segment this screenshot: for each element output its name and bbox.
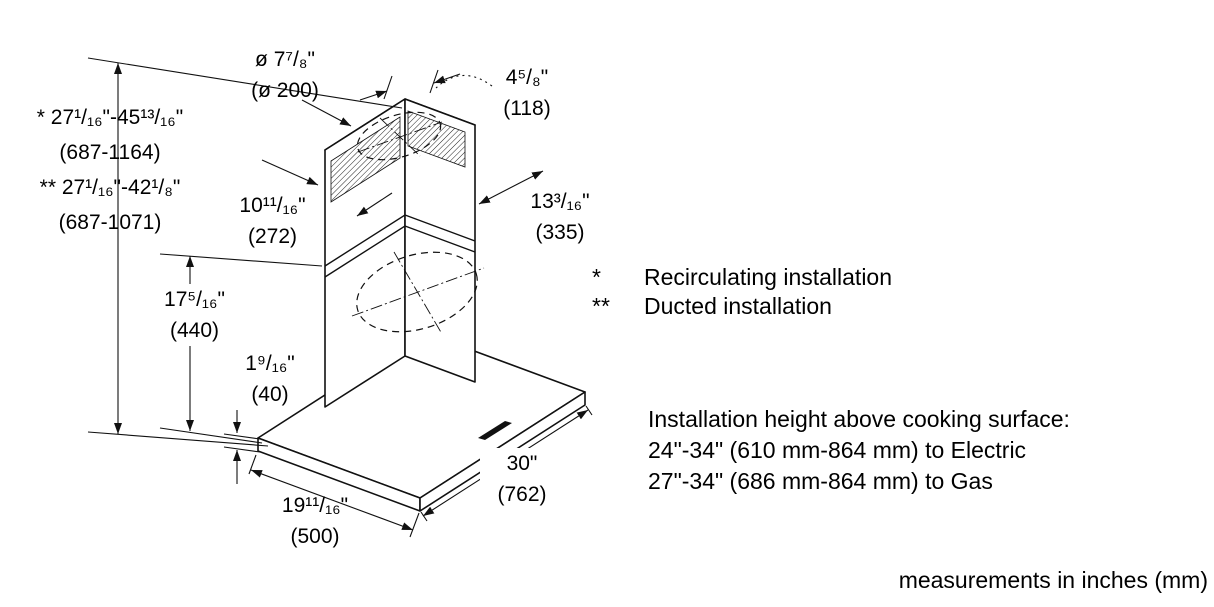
dim-duct-offset: 4⁵/₈" (118) bbox=[487, 62, 567, 124]
dim-lower-height-mm: (440) bbox=[169, 319, 220, 342]
dim-duct-offset-mm: (118) bbox=[503, 97, 551, 120]
chimney-junction bbox=[324, 214, 476, 278]
duct-circle-top bbox=[356, 111, 443, 161]
dim-duct-offset-inches: 4⁵/₈" bbox=[505, 66, 549, 89]
dim-height-ranges: * 27¹/₁₆"-45¹³/₁₆" (687-1164) ** 27¹/₁₆"… bbox=[5, 100, 215, 240]
dim-canopy-thickness: 1⁹/₁₆" (40) bbox=[230, 348, 310, 410]
dim-duct-diameter-inches: ø 7⁷/₈" bbox=[255, 48, 315, 71]
dim-chimney-depth: 13³/₁₆" (335) bbox=[510, 186, 610, 248]
installation-height-gas: 27"-34" (686 mm-864 mm) to Gas bbox=[648, 468, 993, 494]
legend-ducted-symbol: ** bbox=[592, 293, 610, 319]
dim-chimney-width: 10¹¹/₁₆" (272) bbox=[225, 190, 320, 252]
dim-duct-diameter: ø 7⁷/₈" (ø 200) bbox=[215, 44, 355, 106]
dim-chimney-depth-mm: (335) bbox=[535, 221, 585, 244]
dim-hood-width-inches: 30" bbox=[506, 452, 538, 475]
dim-height-range-ducted-inches: ** 27¹/₁₆"-42¹/₈" bbox=[39, 176, 181, 199]
legend-recirculating: * Recirculating installation bbox=[592, 263, 892, 292]
dim-height-range-recirc-inches: * 27¹/₁₆"-45¹³/₁₆" bbox=[36, 106, 184, 129]
dim-hood-depth-inches: 19¹¹/₁₆" bbox=[281, 494, 349, 517]
dim-canopy-thickness-mm: (40) bbox=[251, 383, 289, 406]
dim-hood-width-mm: (762) bbox=[497, 483, 547, 506]
installation-height-note: Installation height above cooking surfac… bbox=[648, 404, 1070, 497]
dim-lower-height-inches: 17⁵/₁₆" bbox=[164, 288, 225, 311]
installation-height-electric: 24"-34" (610 mm-864 mm) to Electric bbox=[648, 437, 1027, 463]
legend-recirculating-symbol: * bbox=[592, 264, 601, 290]
dim-hood-width: 30" (762) bbox=[480, 448, 564, 510]
legend-ducted-label: Ducted installation bbox=[644, 293, 832, 319]
dim-chimney-width-inches: 10¹¹/₁₆" bbox=[239, 194, 306, 217]
dim-duct-diameter-mm: (ø 200) bbox=[251, 79, 319, 102]
dim-hood-depth: 19¹¹/₁₆" (500) bbox=[255, 490, 375, 552]
legend-recirculating-label: Recirculating installation bbox=[644, 264, 893, 290]
legend: * Recirculating installation ** Ducted i… bbox=[592, 263, 892, 321]
installation-height-title: Installation height above cooking surfac… bbox=[648, 406, 1070, 432]
dim-chimney-depth-inches: 13³/₁₆" bbox=[530, 190, 590, 213]
dim-height-range-recirc-mm: (687-1164) bbox=[59, 141, 161, 164]
dim-chimney-width-mm: (272) bbox=[247, 225, 298, 248]
measurement-units-note: measurements in inches (mm) bbox=[898, 567, 1208, 593]
dim-lower-height: 17⁵/₁₆" (440) bbox=[145, 284, 244, 346]
legend-ducted: ** Ducted installation bbox=[592, 292, 892, 321]
dim-hood-depth-mm: (500) bbox=[290, 525, 340, 548]
dim-height-range-ducted-mm: (687-1071) bbox=[58, 211, 162, 234]
duct-circle-lower bbox=[351, 251, 485, 335]
chimney bbox=[324, 98, 476, 408]
dim-canopy-thickness-inches: 1⁹/₁₆" bbox=[245, 352, 295, 375]
vent-grille bbox=[330, 110, 466, 203]
